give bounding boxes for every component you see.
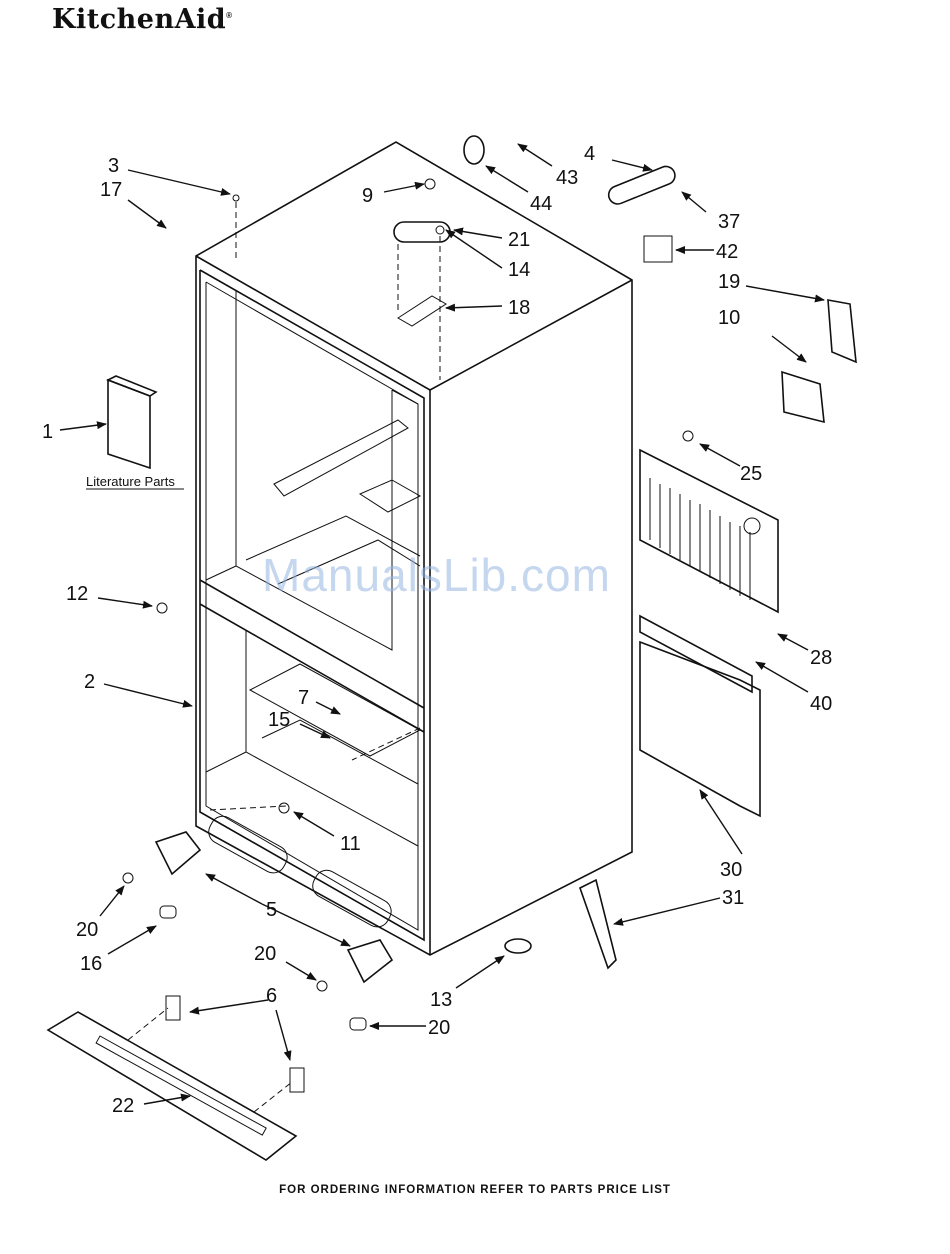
callout-37: 37 — [718, 211, 740, 233]
callout-16: 16 — [80, 953, 102, 975]
condenser-grille — [640, 450, 778, 816]
callout-6: 6 — [266, 985, 277, 1007]
callout-12: 12 — [66, 583, 88, 605]
callout-17: 17 — [100, 179, 122, 201]
callout-40: 40 — [810, 693, 832, 715]
footer-note: FOR ORDERING INFORMATION REFER TO PARTS … — [0, 1184, 950, 1196]
callout-15: 15 — [268, 709, 290, 731]
callout-20c: 20 — [428, 1017, 450, 1039]
guide-lines — [128, 202, 440, 1112]
callout-labels: 1 2 3 4 5 6 7 9 10 11 12 13 14 15 16 17 … — [42, 143, 832, 1117]
callout-30: 30 — [720, 859, 742, 881]
callout-25: 25 — [740, 463, 762, 485]
callout-1: 1 — [42, 421, 53, 443]
callout-2: 2 — [84, 671, 95, 693]
callout-5: 5 — [266, 899, 277, 921]
callout-42: 42 — [716, 241, 738, 263]
callout-22: 22 — [112, 1095, 134, 1117]
callout-11: 11 — [340, 833, 361, 855]
callout-10: 10 — [718, 307, 740, 329]
callout-43: 43 — [556, 167, 578, 189]
callout-14: 14 — [508, 259, 530, 281]
callout-21: 21 — [508, 229, 530, 251]
callout-20b: 20 — [254, 943, 276, 965]
callout-28: 28 — [810, 647, 832, 669]
callout-44: 44 — [530, 193, 552, 215]
leader-lines — [60, 144, 824, 1104]
callout-19: 19 — [718, 271, 740, 293]
watermark: ManualsLib.com — [262, 548, 611, 602]
callout-9: 9 — [362, 185, 373, 207]
callout-13: 13 — [430, 989, 452, 1011]
callout-20a: 20 — [76, 919, 98, 941]
callout-7: 7 — [298, 687, 309, 709]
literature-parts-label: Literature Parts — [86, 474, 175, 489]
callout-3: 3 — [108, 155, 119, 177]
callout-4: 4 — [584, 143, 595, 165]
callout-18: 18 — [508, 297, 530, 319]
callout-31: 31 — [722, 887, 744, 909]
